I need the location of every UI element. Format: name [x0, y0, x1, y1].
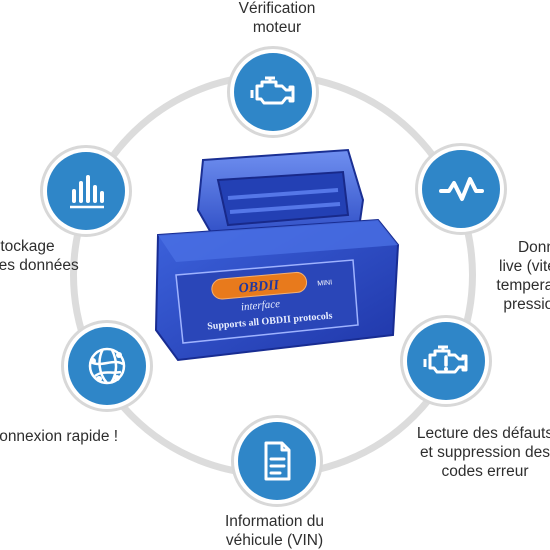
- live-data-label: Données live (vitesse temperature pressi…: [496, 239, 550, 313]
- device-mini: MINI: [317, 279, 332, 287]
- obd2-adapter-image: OBDII MINI interface Supports all OBDII …: [154, 148, 400, 362]
- engine-icon: [250, 76, 295, 105]
- engine-warning-icon: [423, 345, 468, 374]
- fast-connection-label: Connexion rapide !: [0, 428, 119, 445]
- engine-check-badge: [227, 46, 319, 138]
- vehicle-info-badge: [231, 415, 323, 507]
- data-storage-label: Stockage des données: [0, 238, 79, 274]
- data-storage-badge: [40, 145, 132, 237]
- fault-codes-badge: [400, 315, 492, 407]
- document-icon: [264, 441, 291, 481]
- bar-chart-icon: [70, 175, 104, 209]
- waveform-icon: [439, 177, 484, 201]
- vehicle-info-label: Information du véhicule (VIN): [224, 513, 325, 549]
- live-data-badge: [415, 143, 507, 235]
- fast-connection-badge: [61, 320, 153, 412]
- device-brand: OBDII: [238, 278, 280, 297]
- fault-codes-label: Lecture des défauts et suppression des c…: [416, 425, 550, 480]
- engine-check-label: Vérification moteur: [238, 0, 316, 36]
- device-interface: interface: [240, 298, 280, 313]
- globe-network-icon: [88, 347, 126, 385]
